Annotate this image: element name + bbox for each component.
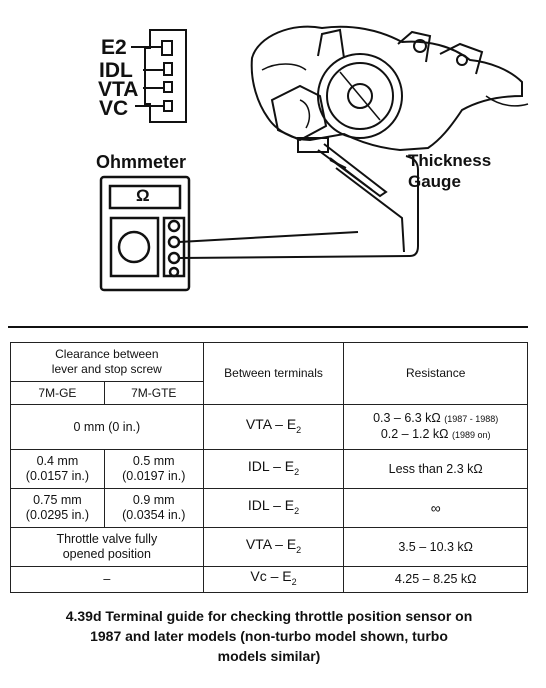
clearance-7m-gte-cell: 0.9 mm(0.0354 in.)	[103, 488, 204, 528]
table-row: 0.75 mm(0.0295 in.) 0.9 mm(0.0354 in.) I…	[10, 488, 528, 528]
resistance-cell: 0.3 – 6.3 kΩ (1987 - 1988) 0.2 – 1.2 kΩ …	[343, 404, 528, 450]
connector-diagram	[131, 29, 187, 123]
terminals-cell: IDL – E2	[202, 488, 345, 528]
ohmmeter-label: Ohmmeter	[96, 152, 187, 172]
terminals-cell: VTA – E2	[202, 527, 345, 567]
throttle-sensor-illustration	[99, 25, 529, 292]
table-subheader-row: 7M-GE 7M-GTE	[10, 381, 528, 405]
resistance-cell: 3.5 – 10.3 kΩ	[343, 527, 528, 567]
terminal-label-vta: VTA	[98, 78, 139, 101]
resistance-spec-table: Clearance between lever and stop screw B…	[10, 342, 528, 593]
terminal-label-idl: IDL	[99, 59, 133, 82]
resistance-cell: ∞	[343, 488, 528, 528]
throttle-body	[250, 25, 529, 153]
clearance-cell: 0 mm (0 in.)	[10, 404, 204, 450]
clearance-7m-ge-cell: 0.75 mm(0.0295 in.)	[10, 488, 105, 528]
terminals-cell: Vc – E2	[202, 566, 345, 593]
clearance-cell: –	[10, 566, 204, 593]
section-divider	[8, 326, 528, 328]
table-header-row: Clearance between lever and stop screw B…	[10, 342, 528, 405]
clearance-7m-ge-cell: 0.4 mm(0.0157 in.)	[10, 449, 105, 489]
header-resistance: Resistance	[343, 342, 528, 405]
table-row: – Vc – E2 4.25 – 8.25 kΩ	[10, 566, 528, 593]
caption-line-1: 4.39d Terminal guide for checking thrott…	[65, 608, 473, 624]
clearance-7m-gte-cell: 0.5 mm(0.0197 in.)	[103, 449, 204, 489]
resistance-cell: Less than 2.3 kΩ	[343, 449, 528, 489]
resistance-cell: 4.25 – 8.25 kΩ	[343, 566, 528, 593]
header-model-7m-ge: 7M-GE	[10, 381, 105, 405]
header-model-7m-gte: 7M-GTE	[103, 381, 204, 405]
terminal-label-vc: VC	[99, 97, 129, 120]
header-between-terminals: Between terminals	[202, 342, 345, 405]
figure-caption: 4.39d Terminal guide for checking thrott…	[10, 606, 528, 666]
caption-line-3: models similar)	[217, 648, 321, 664]
header-clearance: Clearance between lever and stop screw	[10, 342, 204, 382]
test-leads	[178, 155, 419, 259]
terminals-cell: IDL – E2	[202, 449, 345, 489]
terminal-label-e2: E2	[101, 36, 127, 59]
table-row: 0 mm (0 in.) VTA – E2 0.3 – 6.3 kΩ (1987…	[10, 404, 528, 450]
thickness-gauge-label-line2: Gauge	[408, 172, 461, 191]
ohm-symbol: Ω	[136, 186, 150, 205]
table-row: 0.4 mm(0.0157 in.) 0.5 mm(0.0197 in.) ID…	[10, 449, 528, 489]
thickness-gauge-label-line1: Thickness	[408, 151, 492, 170]
caption-line-2: 1987 and later models (non-turbo model s…	[90, 628, 448, 644]
terminals-cell: VTA – E2	[202, 404, 345, 450]
